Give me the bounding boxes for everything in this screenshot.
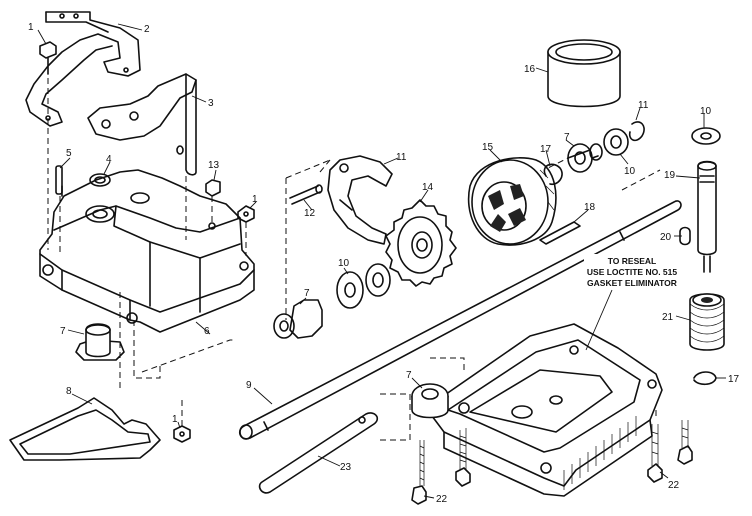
part-10-washer-top-right [691,127,721,145]
callout-17-upper: 17 [540,144,552,155]
callout-1-top: 1 [28,22,34,33]
callout-14: 14 [422,182,434,193]
part-22-screws [411,420,693,505]
part-10-washer-upper [603,128,629,156]
callout-10-upper: 10 [624,166,636,177]
callout-17-lower: 17 [728,374,740,385]
callout-1-right: 1 [252,194,258,205]
callout-7-lower: 7 [406,370,412,381]
callout-5: 5 [66,148,72,159]
part-21-worm-gear [689,293,725,351]
part-1-screw-bottom [173,425,191,443]
callout-11-fork: 11 [396,152,407,163]
callout-4: 4 [106,154,112,165]
callout-12: 12 [304,208,316,219]
part-7-bushing-left [75,323,125,361]
callout-1-bottom: 1 [172,414,178,425]
callout-6: 6 [204,326,210,337]
part-23-bar [258,412,379,494]
callout-21: 21 [662,312,674,323]
part-9-shaft [238,200,682,440]
part-12-pin [289,184,323,205]
callout-3: 3 [208,98,214,109]
callout-7-left: 7 [60,326,66,337]
callout-10-center: 10 [338,258,350,269]
part-1-screw-right [237,205,255,223]
callout-11-clip: 11 [638,100,649,111]
note-line-3: GASKET ELIMINATOR [587,278,677,288]
callout-22-right: 22 [668,480,680,491]
callout-2: 2 [144,24,150,35]
part-19-vertical-shaft [697,160,717,273]
part-2-bracket [25,11,141,127]
note-line-1: TO RESEAL [608,256,657,266]
note-line-2: USE LOCTITE NO. 515 [587,267,677,277]
part-4-seal [89,173,111,187]
callout-8: 8 [66,386,72,397]
part-8-gasket-plate [9,397,161,461]
reseal-note: TO RESEAL USE LOCTITE NO. 515 GASKET ELI… [584,254,678,351]
part-3-lever [87,73,197,176]
part-7-boss-lower [411,383,449,419]
part-15-clutch-drum [467,157,557,246]
part-10-washer-center [336,263,391,309]
alignment-lines [47,68,661,441]
part-16-cylinder [547,39,621,108]
part-11-clip [628,121,645,142]
part-5-pin [55,165,63,195]
part-14-gear [385,199,457,287]
callout-13: 13 [208,160,220,171]
part-20-key [679,226,691,246]
callout-9: 9 [246,380,252,391]
callout-20: 20 [660,232,672,243]
callout-18: 18 [584,202,596,213]
callout-10-top-right: 10 [700,106,712,117]
callout-7-center: 7 [304,288,310,299]
callout-22-left: 22 [436,494,448,505]
callout-15: 15 [482,142,494,153]
callout-7-upper: 7 [564,132,570,143]
callout-19: 19 [664,170,676,181]
part-7-collar-upper [567,143,603,173]
callout-numbers: 1 2 3 5 4 13 1 6 7 8 1 11 12 14 10 7 9 1… [28,22,740,505]
part-17-snap-ring-lower [693,371,717,386]
callout-16: 16 [524,64,536,75]
part-17-snap-ring-upper [543,163,563,186]
part-13-plug [205,179,221,197]
part-11-shift-fork [327,155,393,245]
callout-23: 23 [340,462,352,473]
part-18-key [539,221,581,245]
part-6-upper-housing [39,169,255,333]
part-7-bushing-center [273,299,323,339]
callout-leaders [37,23,726,499]
